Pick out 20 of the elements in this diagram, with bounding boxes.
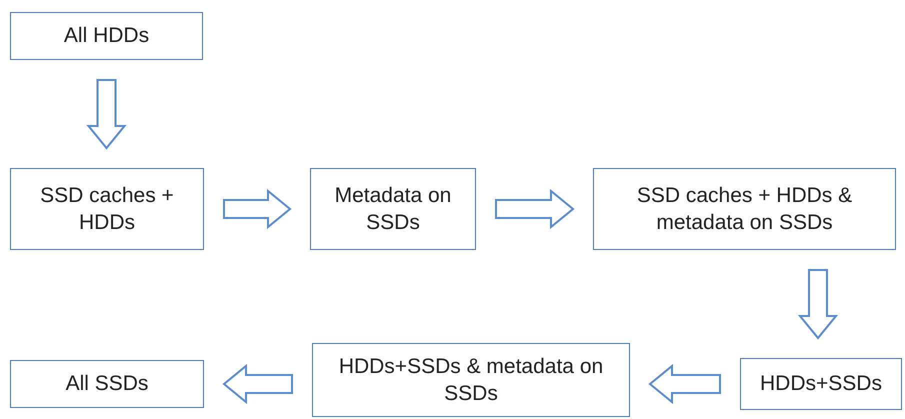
box-text: Metadata on SSDs bbox=[334, 182, 452, 236]
process-box bbox=[310, 168, 476, 250]
box-text: SSD caches + HDDs bbox=[39, 182, 175, 236]
box-text: HDDs+SSDs bbox=[759, 371, 883, 398]
box-text: HDDs+SSDs & metadata on SSDs bbox=[338, 354, 604, 407]
process-box bbox=[10, 360, 204, 408]
box-text: All SSDs bbox=[64, 371, 150, 398]
block-arrow bbox=[798, 269, 838, 340]
process-box bbox=[312, 343, 630, 417]
block-arrow bbox=[223, 188, 292, 230]
block-arrow bbox=[222, 364, 293, 404]
block-arrow bbox=[86, 79, 127, 150]
box-text: SSD caches + HDDs & metadata on SSDs bbox=[636, 182, 854, 236]
process-box bbox=[10, 168, 204, 250]
process-box bbox=[593, 168, 896, 250]
block-arrow bbox=[495, 188, 575, 230]
block-arrow bbox=[648, 364, 721, 404]
process-box bbox=[10, 12, 203, 60]
process-box bbox=[740, 358, 902, 410]
box-text: All HDDs bbox=[62, 23, 150, 50]
